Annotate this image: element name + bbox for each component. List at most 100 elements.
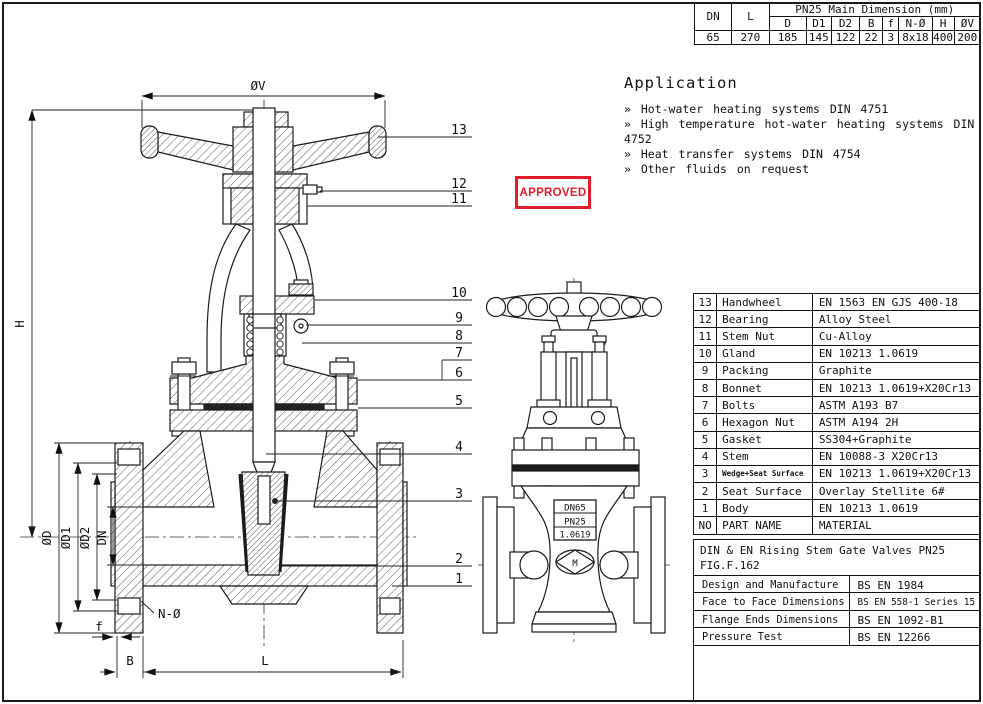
dim-od: ØD — [39, 530, 54, 545]
part-name: Wedge+Seat Surface — [716, 464, 813, 484]
dim-col: D2 — [830, 16, 861, 31]
part-material: EN 10213 1.0619 — [811, 344, 982, 363]
dim-ov: ØV — [250, 78, 266, 93]
dim-value: 145 — [805, 30, 832, 45]
callout-numbers: 13 12 11 10 9 8 7 6 5 4 3 2 1 — [451, 123, 467, 587]
dim-n-holes: N-Ø — [158, 606, 181, 621]
part-material: ASTM A194 2H — [811, 413, 982, 432]
callout-11: 11 — [451, 192, 467, 207]
std-value: BS EN 558-1 Series 15 — [848, 592, 981, 611]
part-no: 8 — [692, 378, 718, 398]
title-block: DIN & EN Rising Stem Gate Valves PN25 FI… — [693, 539, 981, 702]
dim-value: 270 — [731, 30, 770, 45]
part-no: 3 — [692, 464, 718, 484]
callout-5: 5 — [455, 394, 463, 409]
title-block-empty-cell — [693, 645, 981, 702]
parts-header-name: PART NAME — [716, 516, 813, 535]
std-value: BS EN 1984 — [848, 574, 981, 594]
part-material: EN 10213 1.0619+X20Cr13 — [811, 378, 982, 398]
callout-4: 4 — [455, 440, 463, 455]
part-material: EN 10213 1.0619 — [811, 499, 982, 518]
dim-h: H — [12, 320, 27, 328]
std-label: Design and Manufacture — [693, 574, 850, 594]
part-material: Cu-Alloy — [811, 327, 982, 346]
dim-col-l: L — [731, 2, 770, 31]
std-value: BS EN 1092-B1 — [848, 609, 981, 629]
callout-9: 9 — [455, 311, 463, 326]
part-material: EN 10213 1.0619+X20Cr13 — [811, 464, 982, 484]
drawing-title-line2: FIG.F.162 — [700, 559, 760, 572]
application-item: » Other fluids on request — [624, 162, 810, 176]
wedge — [238, 471, 289, 576]
part-no: 9 — [692, 361, 718, 380]
std-value: BS EN 12266 — [848, 627, 981, 646]
part-name: Handwheel — [716, 292, 813, 312]
callout-3: 3 — [455, 487, 463, 502]
application-item: » Heat transfer systems DIN 4754 — [624, 147, 861, 161]
dimension-lines — [28, 92, 404, 678]
part-material: Overlay Stellite 6# — [811, 482, 982, 501]
part-name: Gasket — [716, 430, 813, 449]
dim-col-dn: DN — [693, 2, 733, 31]
part-no: 1 — [692, 499, 718, 518]
drawing-title-line1: DIN & EN Rising Stem Gate Valves PN25 — [700, 544, 946, 557]
dimension-labels: ØV H ØD ØD1 ØD2 DN f B L N-Ø — [12, 78, 269, 668]
part-no: 5 — [692, 430, 718, 449]
part-no: 10 — [692, 344, 718, 363]
dim-value: 122 — [830, 30, 861, 45]
part-no: 2 — [692, 482, 718, 501]
part-material: SS304+Graphite — [811, 430, 982, 449]
part-material: EN 10088-3 X20Cr13 — [811, 447, 982, 466]
part-name: Body — [716, 499, 813, 518]
part-name: Bonnet — [716, 378, 813, 398]
nameplate-dn: DN65 — [564, 504, 586, 514]
dim-l: L — [261, 653, 269, 668]
dim-value: 3 — [882, 30, 900, 45]
dim-col: D — [768, 16, 807, 31]
application-section: Application » Hot-water heating systems … — [624, 74, 978, 177]
part-material: Graphite — [811, 361, 982, 380]
dim-col: N-Ø — [898, 16, 933, 31]
main-dimension-table: DN L PN25 Main Dimension (mm) D D1 D2 B … — [693, 2, 982, 45]
callout-2: 2 — [455, 552, 463, 567]
std-label: Flange Ends Dimensions — [693, 609, 850, 629]
main-section-view — [20, 100, 420, 648]
front-view: DN65 PN25 1.0619 M — [478, 278, 670, 642]
packing — [246, 316, 284, 356]
drawing-title: DIN & EN Rising Stem Gate Valves PN25 FI… — [693, 539, 981, 576]
dim-col: H — [931, 16, 955, 31]
part-no: 12 — [692, 310, 718, 329]
callout-10: 10 — [451, 286, 467, 301]
part-name: Bolts — [716, 396, 813, 415]
part-name: Seat Surface — [716, 482, 813, 501]
part-no: 13 — [692, 292, 718, 312]
callout-7: 7 — [455, 346, 463, 361]
approved-stamp-label: APPROVED — [519, 186, 587, 199]
part-material: EN 1563 EN GJS 400-18 — [811, 292, 982, 312]
approved-stamp: APPROVED — [515, 176, 591, 209]
part-name: Gland — [716, 344, 813, 363]
dim-value: 185 — [768, 30, 807, 45]
dim-dn: DN — [94, 530, 109, 545]
callout-12: 12 — [451, 177, 467, 192]
dim-value: 400 — [931, 30, 955, 45]
callout-1: 1 — [455, 572, 463, 587]
part-name: Bearing — [716, 310, 813, 329]
table-row: NO PART NAME MATERIAL — [692, 516, 982, 535]
nameplate-pn: PN25 — [564, 518, 586, 528]
dim-od1: ØD1 — [58, 527, 73, 550]
callout-6: 6 — [455, 366, 463, 381]
nameplate-grade: 1.0619 — [560, 531, 591, 541]
part-name: Stem Nut — [716, 327, 813, 346]
